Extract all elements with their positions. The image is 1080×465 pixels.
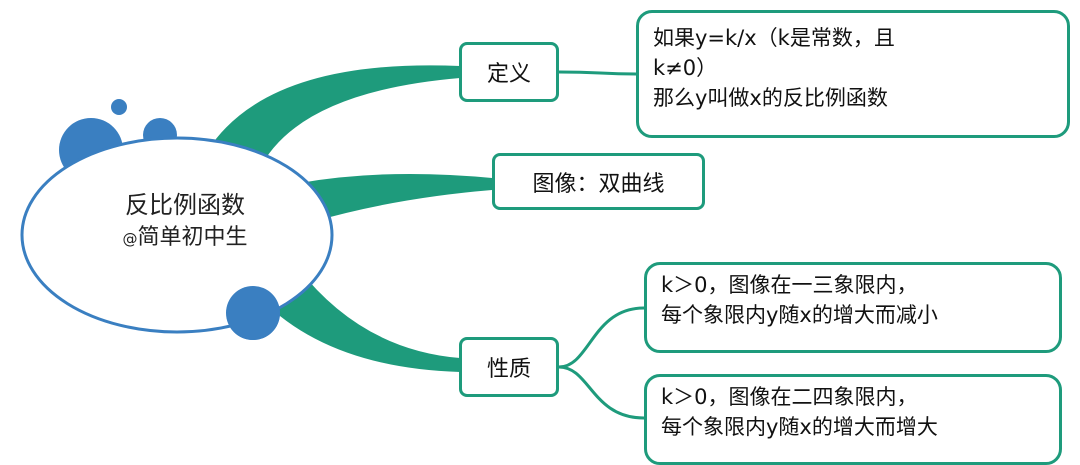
center-subtitle-text: 简单初中生 <box>137 225 248 250</box>
node-definition[interactable]: 定义 <box>459 42 559 102</box>
center-subtitle: @简单初中生 <box>60 222 310 255</box>
center-topic: 反比例函数 @简单初中生 <box>60 188 310 255</box>
connector-definition <box>558 70 637 76</box>
property-1-line-2: 每个象限内y随x的增大而减小 <box>661 303 938 327</box>
leaf-definition[interactable]: 如果y=k/x（k是常数，且 k≠0） 那么y叫做x的反比例函数 <box>636 10 1070 138</box>
at-symbol: @ <box>122 230 138 248</box>
node-graph-label: 图像：双曲线 <box>532 171 665 197</box>
decor-bubble-bottom-front <box>226 286 280 340</box>
branch-properties <box>262 268 460 372</box>
node-graph[interactable]: 图像：双曲线 <box>492 153 705 210</box>
definition-line-3: 那么y叫做x的反比例函数 <box>653 86 888 110</box>
leaf-property-1[interactable]: k＞0，图像在一三象限内， 每个象限内y随x的增大而减小 <box>644 262 1062 353</box>
property-1-line-1: k＞0，图像在一三象限内， <box>661 273 918 297</box>
node-properties-label: 性质 <box>486 357 531 382</box>
definition-line-1: 如果y=k/x（k是常数，且 <box>653 26 895 50</box>
center-ellipse <box>20 136 334 334</box>
node-definition-label: 定义 <box>486 62 531 87</box>
branch-graph <box>300 174 492 222</box>
center-title: 反比例函数 <box>125 191 245 219</box>
decor-bubble-small <box>111 99 127 115</box>
property-2-line-2: 每个象限内y随x的增大而增大 <box>661 415 938 439</box>
connector-property-2 <box>558 365 645 420</box>
property-2-line-1: k＞0，图像在二四象限内， <box>661 385 918 409</box>
leaf-property-2[interactable]: k＞0，图像在二四象限内， 每个象限内y随x的增大而增大 <box>644 374 1062 465</box>
connector-property-1 <box>558 306 645 369</box>
node-properties[interactable]: 性质 <box>459 337 559 397</box>
branch-definition <box>208 65 460 172</box>
definition-line-2: k≠0） <box>653 56 718 80</box>
